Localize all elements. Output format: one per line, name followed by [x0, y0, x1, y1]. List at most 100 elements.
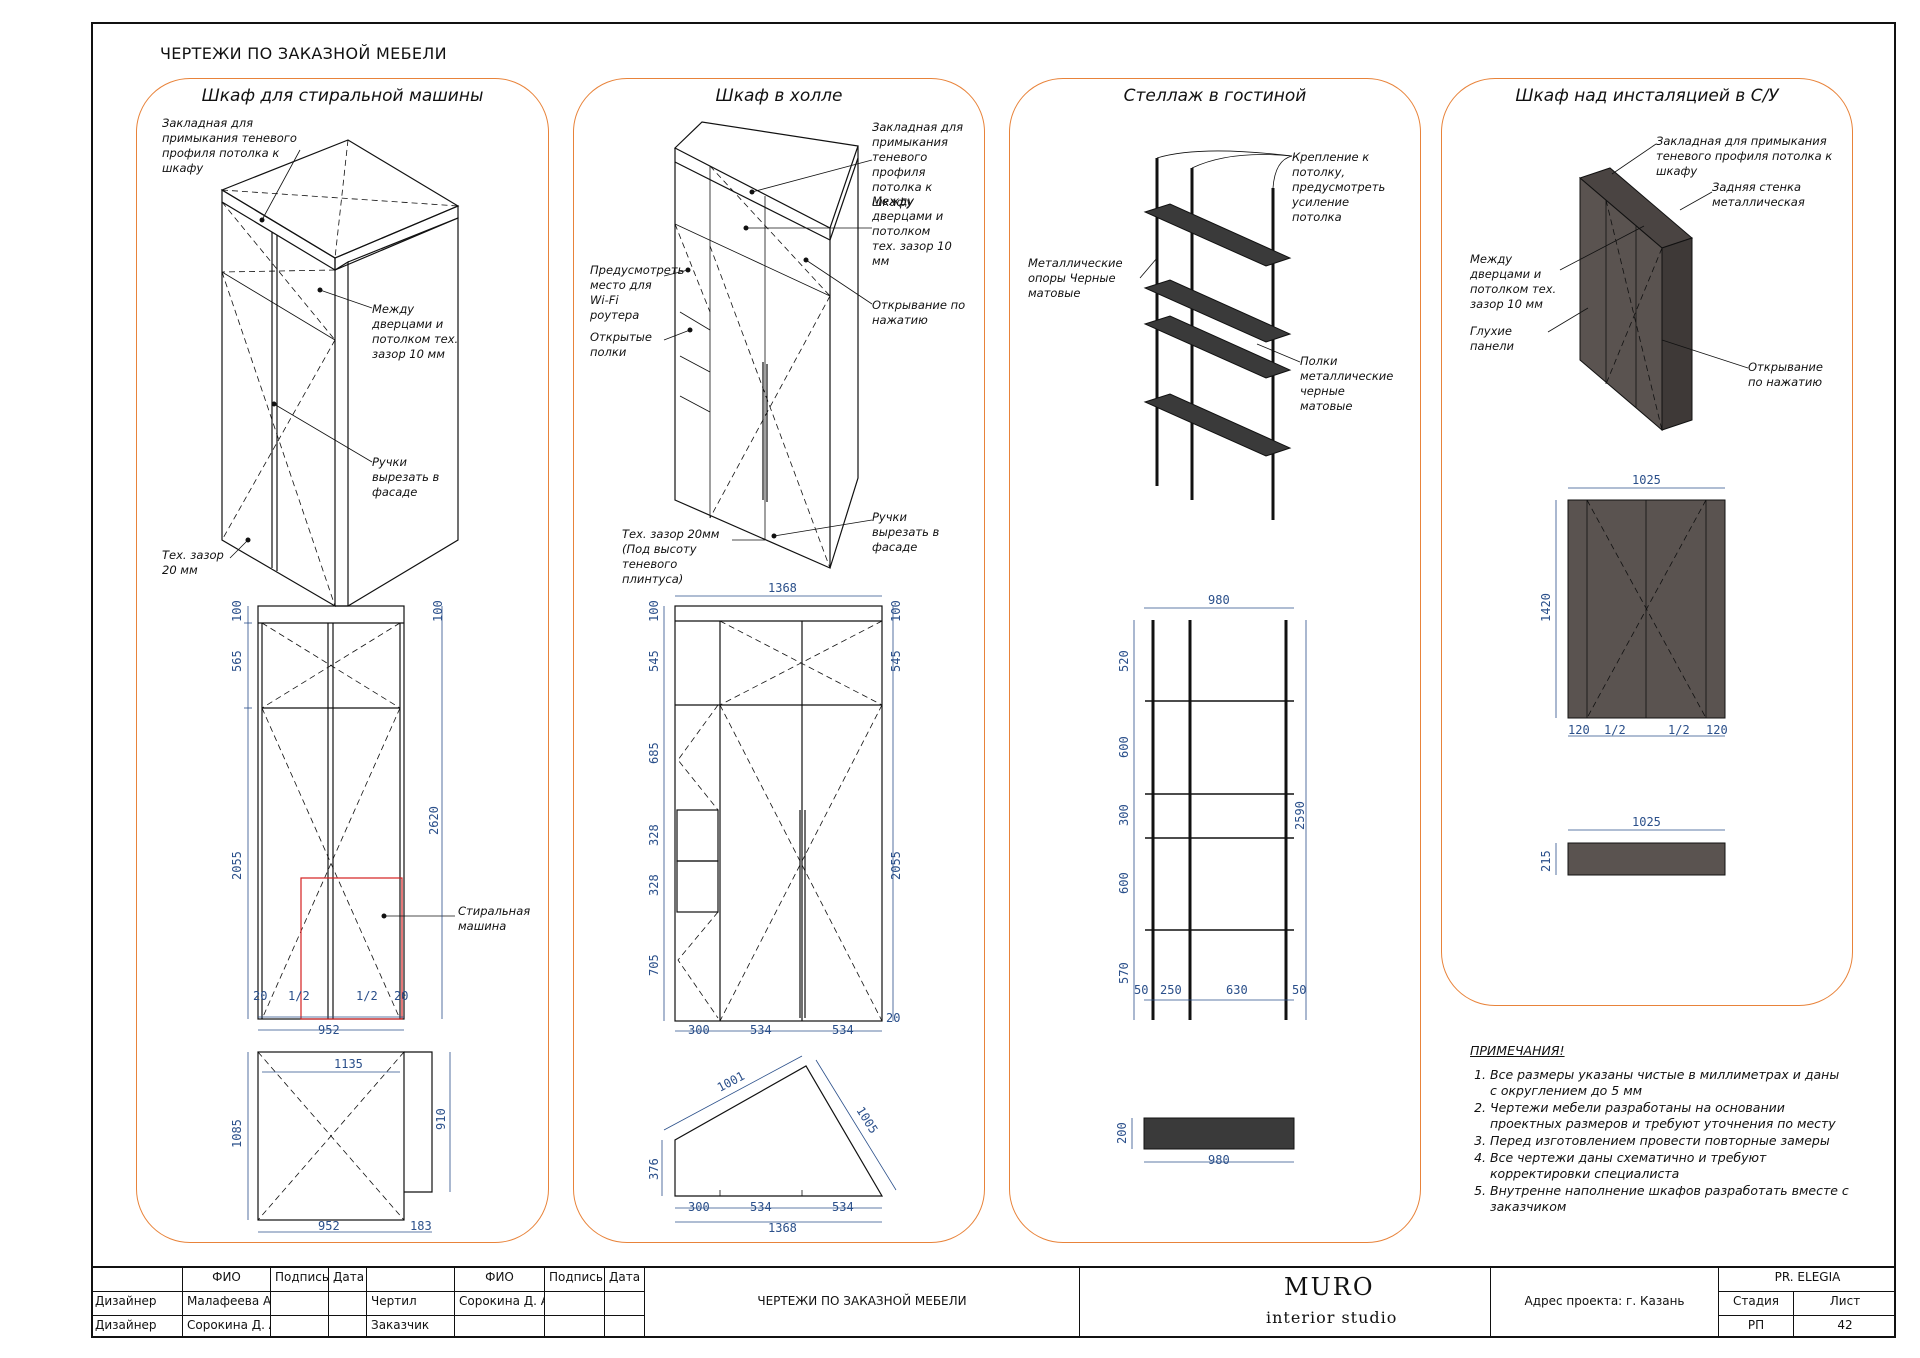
tb-header-date-2: Дата	[605, 1268, 645, 1292]
dim-250: 250	[1160, 983, 1182, 997]
tb-header-fio-2: ФИО	[455, 1268, 545, 1292]
studio-logo-subtitle: interior studio	[1266, 1308, 1398, 1327]
label-wifi-hall: Предусмотреть место для Wi-Fi роутера	[590, 263, 685, 322]
dim-570: 570	[1117, 962, 1131, 984]
dim-183: 183	[410, 1219, 432, 1233]
tb-name-2: Сорокина Д. А.	[183, 1316, 271, 1338]
tb-sign-4	[545, 1316, 605, 1338]
tb-header-fio: ФИО	[183, 1268, 271, 1292]
label-gap-washer: Между дверцами и потолком тех. зазор 10 …	[372, 302, 459, 361]
dim-534-plan-a: 534	[750, 1200, 772, 1214]
label-embed-hall: Закладная для примыкания теневого профил…	[872, 120, 964, 209]
dim-952: 952	[318, 1023, 340, 1037]
dim-half-bath-r: 1/2	[1668, 723, 1690, 737]
notes-title: ПРИМЕЧАНИЯ!	[1470, 1043, 1565, 1058]
dim-1025-plan: 1025	[1632, 815, 1661, 829]
dim-705: 705	[647, 954, 661, 976]
dim-630: 630	[1226, 983, 1248, 997]
notes-block: ПРИМЕЧАНИЯ! Все размеры указаны чистые в…	[1470, 1043, 1850, 1216]
label-gap-hall: Между дверцами и потолком тех. зазор 10 …	[872, 194, 952, 268]
panel-title-rack: Стеллаж в гостиной	[1123, 86, 1307, 106]
dim-300-front: 300	[688, 1023, 710, 1037]
dim-980-front: 980	[1208, 593, 1230, 607]
label-tech-gap-hall: Тех. зазор 20мм (Под высоту теневого пли…	[622, 527, 720, 586]
dim-1368-front: 1368	[768, 581, 797, 595]
dim-600-a: 600	[1117, 736, 1131, 758]
dim-952-plan: 952	[318, 1219, 340, 1233]
note-item: Все чертежи даны схематично и требуют ко…	[1490, 1150, 1850, 1182]
tb-date-3	[605, 1292, 645, 1316]
dim-20-hall: 20	[886, 1011, 900, 1025]
tb-name-3: Сорокина Д. А.	[455, 1292, 545, 1316]
dim-2620: 2620	[427, 806, 441, 835]
tb-date-1	[329, 1292, 367, 1316]
tb-blank-1	[91, 1268, 183, 1292]
dim-1025-front: 1025	[1632, 473, 1661, 487]
tb-sheet-label: Лист	[1794, 1292, 1896, 1316]
dim-520: 520	[1117, 650, 1131, 672]
dim-215: 215	[1539, 850, 1553, 872]
dim-685: 685	[647, 742, 661, 764]
label-handles-washer: Ручки вырезать в фасаде	[372, 455, 440, 499]
tb-role-3: Чертил	[367, 1292, 455, 1316]
label-shelves-rack: Полки металлические черные матовые	[1300, 354, 1394, 413]
tb-header-sign: Подпись	[271, 1268, 329, 1292]
tb-sheet-name: ЧЕРТЕЖИ ПО ЗАКАЗНОЙ МЕБЕЛИ	[645, 1268, 1080, 1338]
note-item: Чертежи мебели разработаны на основании …	[1490, 1100, 1850, 1132]
label-handles-hall: Ручки вырезать в фасаде	[872, 510, 940, 554]
sheet-title: ЧЕРТЕЖИ ПО ЗАКАЗНОЙ МЕБЕЛИ	[160, 44, 447, 63]
label-blind-bath: Глухие панели	[1470, 324, 1514, 353]
tb-sign-3	[545, 1292, 605, 1316]
label-open-hall: Открывание по нажатию	[872, 298, 966, 327]
tb-stage-label: Стадия	[1719, 1292, 1794, 1316]
dim-1368-plan: 1368	[768, 1221, 797, 1235]
tb-header-date: Дата	[329, 1268, 367, 1292]
dim-328-a: 328	[647, 824, 661, 846]
label-shelves-hall: Открытые полки	[590, 330, 652, 359]
tb-logo-cell	[1080, 1268, 1491, 1338]
dim-200: 200	[1115, 1122, 1129, 1144]
dim-545-hall-l: 545	[647, 650, 661, 672]
dim-100-hall-l: 100	[647, 600, 661, 622]
label-washer: Стиральная машина	[458, 904, 531, 933]
dim-120-right: 120	[1706, 723, 1728, 737]
title-block: ФИО Подпись Дата Дизайнер Малафеева А. В…	[91, 1266, 1896, 1338]
dim-1420: 1420	[1539, 593, 1553, 622]
label-embed-washer: Закладная для примыкания теневого профил…	[162, 116, 297, 175]
panel-bath-cabinet	[1441, 78, 1853, 1006]
tb-role-4: Заказчик	[367, 1316, 455, 1338]
dim-100-hall-r: 100	[889, 600, 903, 622]
dim-534-front-b: 534	[832, 1023, 854, 1037]
studio-logo: MURO	[1284, 1273, 1375, 1301]
tb-stage-value: РП	[1719, 1316, 1794, 1338]
note-item: Внутренне наполнение шкафов разработать …	[1490, 1183, 1850, 1215]
notes-list: Все размеры указаны чистые в миллиметрах…	[1470, 1067, 1850, 1215]
dim-910: 910	[434, 1108, 448, 1130]
tb-role-2: Дизайнер	[91, 1316, 183, 1338]
panel-hall-cabinet	[573, 78, 985, 1243]
tb-name-4	[455, 1316, 545, 1338]
dim-half-left: 1/2	[288, 989, 310, 1003]
tb-date-2	[329, 1316, 367, 1338]
dim-2590: 2590	[1293, 801, 1307, 830]
dim-50-right: 50	[1292, 983, 1306, 997]
label-open-bath: Открывание по нажатию	[1748, 360, 1823, 389]
dim-100-right: 100	[431, 600, 445, 622]
tb-sign-2	[271, 1316, 329, 1338]
dim-600-b: 600	[1117, 872, 1131, 894]
label-gap-bath: Между дверцами и потолком тех. зазор 10 …	[1470, 252, 1557, 311]
dim-534-plan-b: 534	[832, 1200, 854, 1214]
label-back-bath: Задняя стенка металлическая	[1712, 180, 1805, 209]
tb-address: Адрес проекта: г. Казань	[1491, 1268, 1719, 1338]
dim-100-left: 100	[230, 600, 244, 622]
